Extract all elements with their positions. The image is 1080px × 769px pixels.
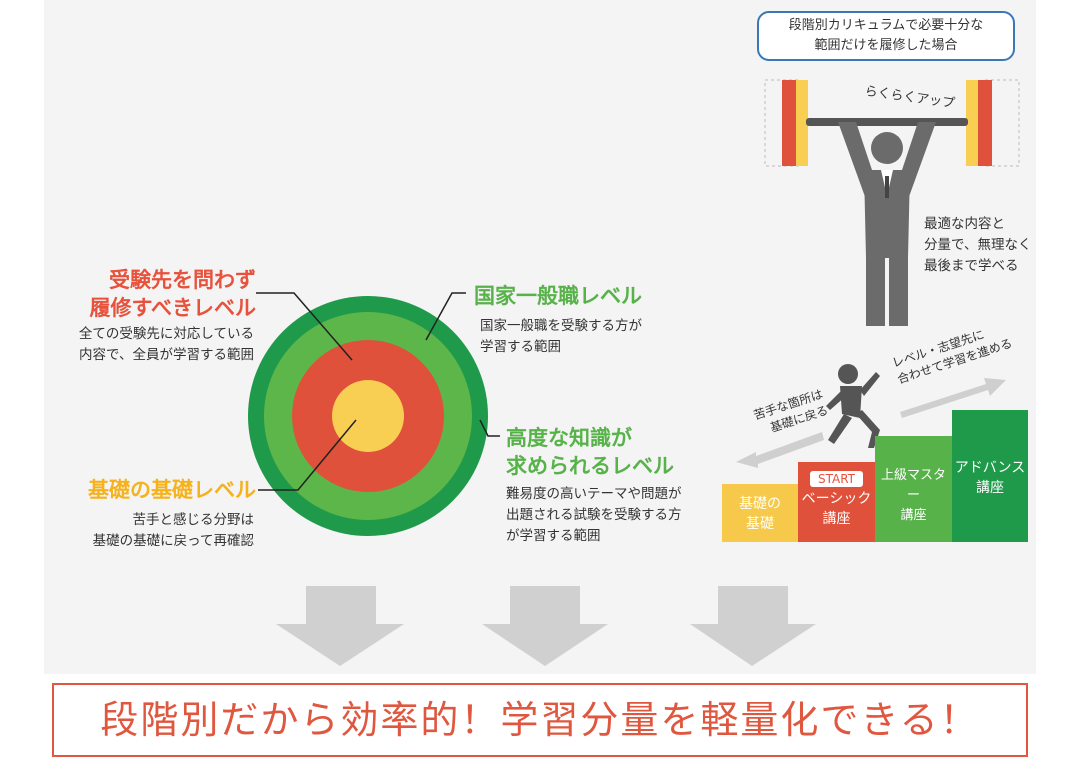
step-basic-basics: 基礎の 基礎	[722, 484, 798, 542]
content-panel	[44, 0, 1036, 674]
general-desc-line1: 国家一般職を受験する方が	[480, 318, 642, 334]
advanced-title-line1: 高度な知識が	[506, 426, 632, 450]
weightlifter-caption: 最適な内容と 分量で、無理なく 最後まで学べる	[924, 214, 1031, 277]
down-arrows	[276, 586, 816, 666]
step-label: 講座	[976, 480, 1004, 496]
advanced-desc-line1: 難易度の高いテーマや問題が	[506, 486, 682, 502]
start-badge: START	[809, 471, 864, 487]
leader-line-basic	[258, 419, 357, 491]
down-arrow-icon	[276, 586, 404, 666]
ring-basic	[332, 380, 404, 452]
callout-line1: 段階別カリキュラムで必要十分な	[788, 18, 984, 33]
leader-line-general	[425, 292, 466, 341]
step-label: 基礎	[746, 516, 774, 532]
back-arrow-icon	[736, 432, 824, 468]
barbell-icon	[806, 118, 968, 126]
banner-text: 段階別だから効率的！学習分量を軽量化できる！	[100, 698, 980, 742]
required-desc-line2: 内容で、全員が学習する範囲	[79, 347, 254, 363]
callout-line2: 範囲だけを履修した場合	[814, 38, 958, 53]
step-advance-course: アドバンス 講座	[952, 410, 1028, 542]
basic-level-title: 基礎の基礎レベル	[88, 478, 256, 502]
down-arrow-icon	[482, 586, 608, 666]
leader-line-required	[256, 292, 353, 361]
forward-arrow-icon	[900, 378, 1006, 418]
step-label: ベーシック	[801, 491, 872, 507]
basic-desc-line1: 苦手と感じる分野は	[132, 512, 255, 528]
leader-line-advanced	[479, 419, 500, 437]
general-level-desc: 国家一般職を受験する方が 学習する範囲	[480, 316, 642, 358]
advanced-level-desc: 難易度の高いテーマや問題が 出題される試験を受験する方 が学習する範囲	[506, 484, 682, 547]
conclusion-banner: 段階別だから効率的！学習分量を軽量化できる！	[52, 683, 1028, 757]
curriculum-callout: 段階別カリキュラムで必要十分な 範囲だけを履修した場合	[757, 11, 1015, 61]
step-label: 基礎の	[739, 496, 781, 512]
step-advanced-master-course: 上級マスター 講座	[875, 436, 952, 542]
basic-level-desc: 苦手と感じる分野は 基礎の基礎に戻って再確認	[40, 510, 254, 552]
required-title-line1: 受験先を問わず	[109, 268, 256, 292]
advanced-title-line2: 求められるレベル	[506, 454, 674, 478]
step-label: 講座	[822, 511, 851, 527]
runner-figure	[826, 364, 880, 448]
step-label: 講座	[900, 508, 927, 523]
caption-line1: 最適な内容と	[924, 216, 1005, 232]
required-title-line2: 履修すべきレベル	[89, 296, 256, 320]
step-basic-course: START ベーシック 講座	[798, 462, 875, 542]
required-level-desc: 全ての受験先に対応している 内容で、全員が学習する範囲	[40, 324, 254, 366]
caption-line3: 最後まで学べる	[924, 258, 1019, 274]
general-level-title: 国家一般職レベル	[474, 284, 642, 308]
advanced-level-title: 高度な知識が 求められるレベル	[506, 424, 674, 480]
caption-line2: 分量で、無理なく	[924, 237, 1032, 253]
down-arrow-icon	[690, 586, 816, 666]
advanced-desc-line2: 出題される試験を受験する方	[506, 507, 682, 523]
step-label: アドバンス	[954, 460, 1026, 476]
step-label: 上級マスター	[880, 468, 946, 503]
required-level-title: 受験先を問わず 履修すべきレベル	[60, 266, 256, 322]
general-desc-line2: 学習する範囲	[480, 339, 561, 355]
target-diagram	[248, 79, 1020, 666]
advanced-desc-line3: が学習する範囲	[506, 528, 601, 544]
basic-desc-line2: 基礎の基礎に戻って再確認	[92, 533, 254, 549]
weightlifter-figure	[764, 79, 1020, 326]
required-desc-line1: 全ての受験先に対応している	[78, 326, 254, 342]
